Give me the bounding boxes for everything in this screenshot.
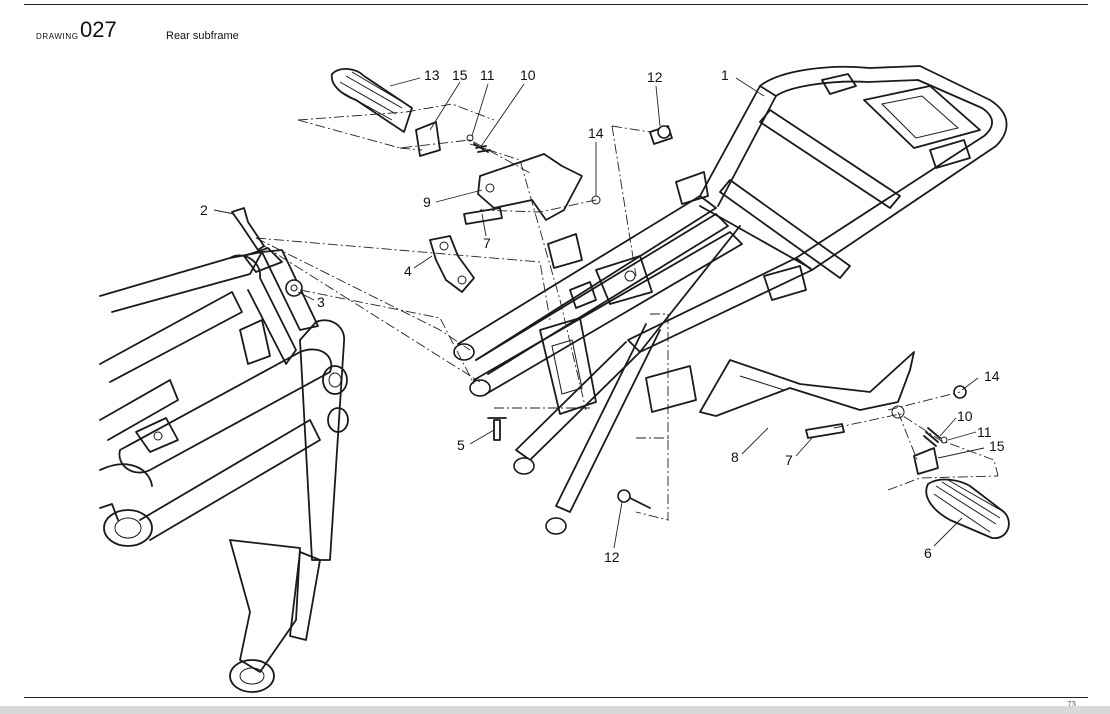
callout-1: 1 bbox=[721, 67, 729, 83]
drawing-title: Rear subframe bbox=[166, 30, 239, 42]
callout-9: 9 bbox=[423, 194, 431, 210]
drawing-label: DRAWING bbox=[36, 32, 79, 41]
page-number: 73 bbox=[1067, 700, 1076, 709]
callout-10: 10 bbox=[957, 408, 973, 424]
callout-12: 12 bbox=[604, 549, 620, 565]
callout-12: 12 bbox=[647, 69, 663, 85]
footer-band bbox=[0, 706, 1110, 714]
rear-subframe bbox=[453, 65, 1008, 535]
callout-14: 14 bbox=[984, 368, 1000, 384]
callout-15: 15 bbox=[452, 67, 468, 83]
bottom-rule bbox=[24, 697, 1088, 698]
callout-7: 7 bbox=[785, 452, 793, 468]
callout-11: 11 bbox=[480, 67, 495, 83]
callout-8: 8 bbox=[731, 449, 739, 465]
callout-14: 14 bbox=[588, 125, 604, 141]
callout-11: 11 bbox=[977, 424, 992, 440]
callout-4: 4 bbox=[404, 263, 412, 279]
callout-10: 10 bbox=[520, 67, 536, 83]
callout-15: 15 bbox=[989, 438, 1005, 454]
right-footpeg-assembly bbox=[617, 125, 1010, 539]
callout-13: 13 bbox=[424, 67, 440, 83]
callouts: 13 15 11 10 12 1 14 9 7 2 4 3 5 14 10 11… bbox=[200, 67, 1005, 565]
callout-3: 3 bbox=[317, 294, 325, 310]
top-rule bbox=[24, 4, 1088, 5]
callout-2: 2 bbox=[200, 202, 208, 218]
leader-lines bbox=[213, 77, 985, 549]
main-frame bbox=[99, 247, 349, 693]
drawing-number: 027 bbox=[80, 17, 117, 42]
callout-7: 7 bbox=[483, 235, 491, 251]
left-footpeg-assembly bbox=[231, 68, 601, 441]
callout-6: 6 bbox=[924, 545, 932, 561]
callout-5: 5 bbox=[457, 437, 465, 453]
assembly-lines bbox=[255, 103, 999, 521]
